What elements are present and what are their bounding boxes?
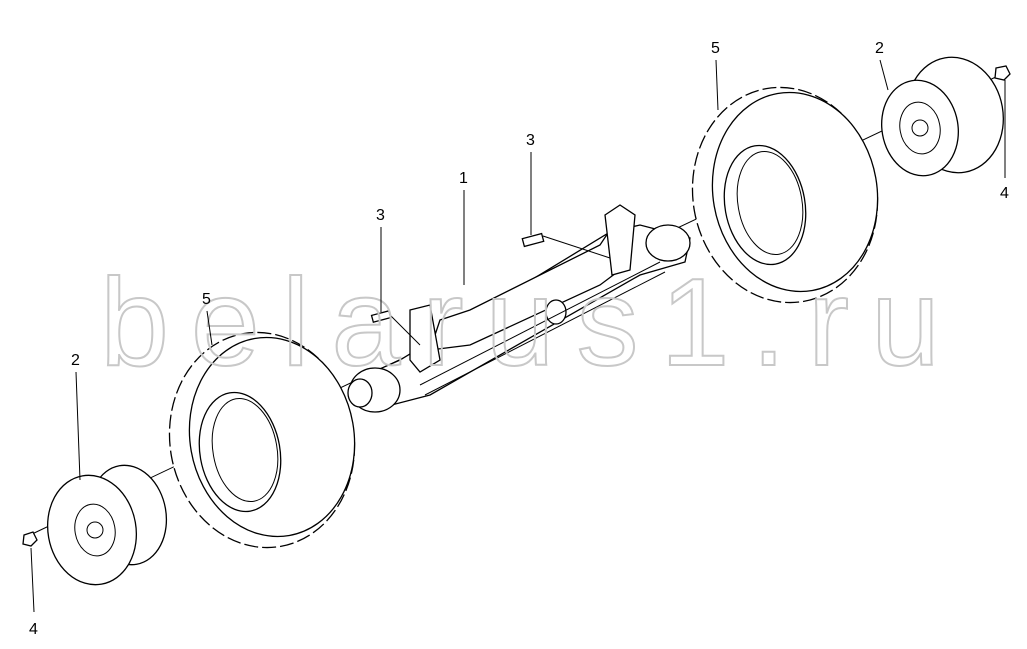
rim-left [46, 464, 168, 586]
callout-rim-right: 2 [875, 40, 884, 57]
callout-bolt-left: 3 [376, 207, 385, 224]
rim-right [881, 56, 1004, 177]
callout-bolt-right: 3 [526, 132, 535, 149]
callout-tire-left: 5 [202, 291, 211, 308]
tire-left [168, 331, 356, 549]
bolt-left [370, 309, 421, 346]
callout-axle: 1 [459, 170, 468, 187]
leader-lines [30, 59, 1006, 613]
front-axle [347, 204, 691, 413]
nut-left [22, 531, 38, 547]
nut-right [994, 65, 1011, 81]
callout-nut-left: 4 [29, 621, 38, 638]
watermark: belarus1.ru [100, 254, 940, 392]
callout-rim-left: 2 [71, 352, 80, 369]
bolt-right [521, 232, 611, 259]
callout-nut-right: 4 [1000, 185, 1009, 202]
callout-tire-right: 5 [711, 40, 720, 57]
tire-right [691, 86, 879, 304]
